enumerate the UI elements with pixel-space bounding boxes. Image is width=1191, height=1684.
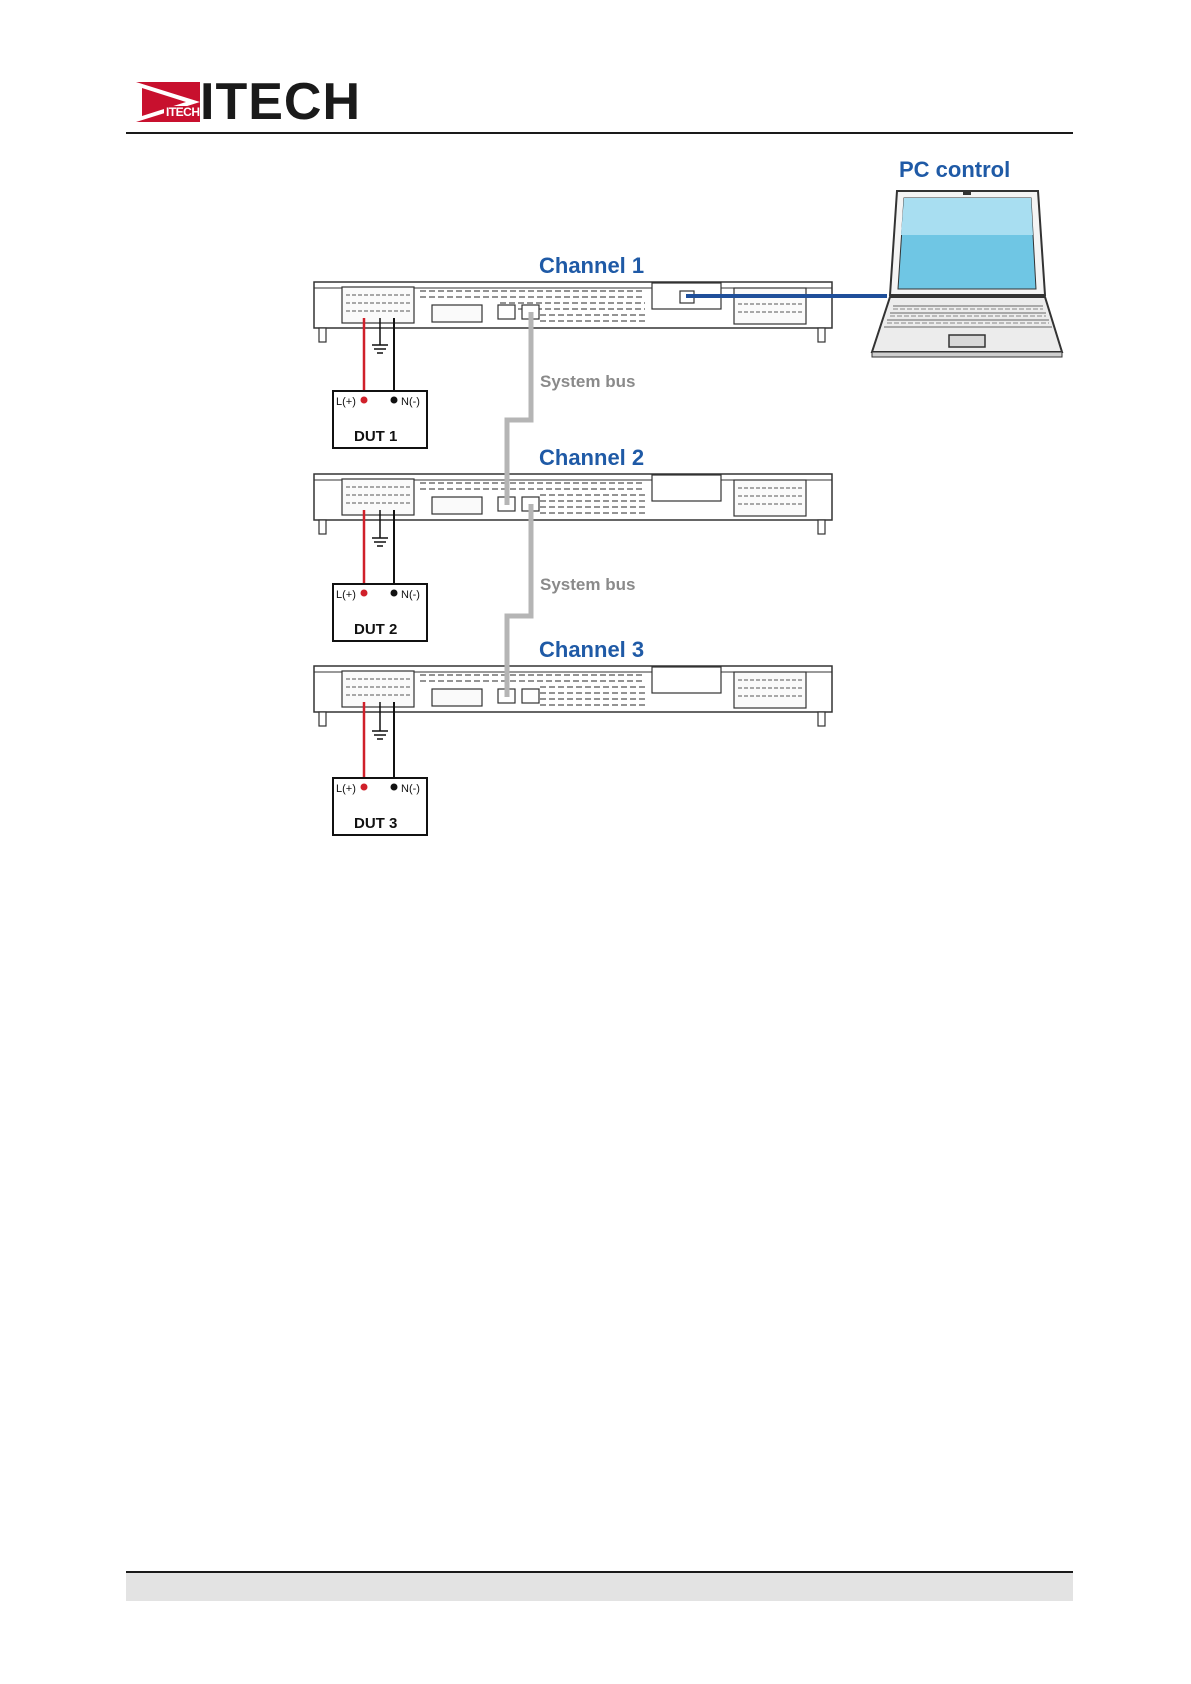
pc-control-label: PC control xyxy=(899,157,1010,182)
system-bus-label-1: System bus xyxy=(540,372,635,391)
dut-wiring-2: L(+) N(-) DUT 2 xyxy=(333,510,427,641)
dut-n-terminal-3: N(-) xyxy=(401,783,420,795)
channel-unit-3: Channel 3 xyxy=(314,637,832,726)
dut-wiring-1: L(+) N(-) DUT 1 xyxy=(333,318,427,448)
dut-l-terminal-2: L(+) xyxy=(336,589,356,601)
dut-label-1: DUT 1 xyxy=(354,428,397,445)
dut-label-3: DUT 3 xyxy=(354,815,397,832)
dut-n-terminal-2: N(-) xyxy=(401,589,420,601)
dut-wiring-3: L(+) N(-) DUT 3 xyxy=(333,702,427,835)
channel-label-2: Channel 2 xyxy=(539,445,644,470)
channel-unit-2: Channel 2 xyxy=(314,445,832,534)
dut-n-terminal-1: N(-) xyxy=(401,396,420,408)
channel-label-1: Channel 1 xyxy=(539,253,644,278)
laptop-icon xyxy=(872,191,1062,357)
footer-band xyxy=(126,1573,1073,1601)
dut-l-terminal-3: L(+) xyxy=(336,783,356,795)
system-bus-label-2: System bus xyxy=(540,575,635,594)
dut-l-terminal-1: L(+) xyxy=(336,396,356,408)
dut-label-2: DUT 2 xyxy=(354,621,397,638)
channel-label-3: Channel 3 xyxy=(539,637,644,662)
